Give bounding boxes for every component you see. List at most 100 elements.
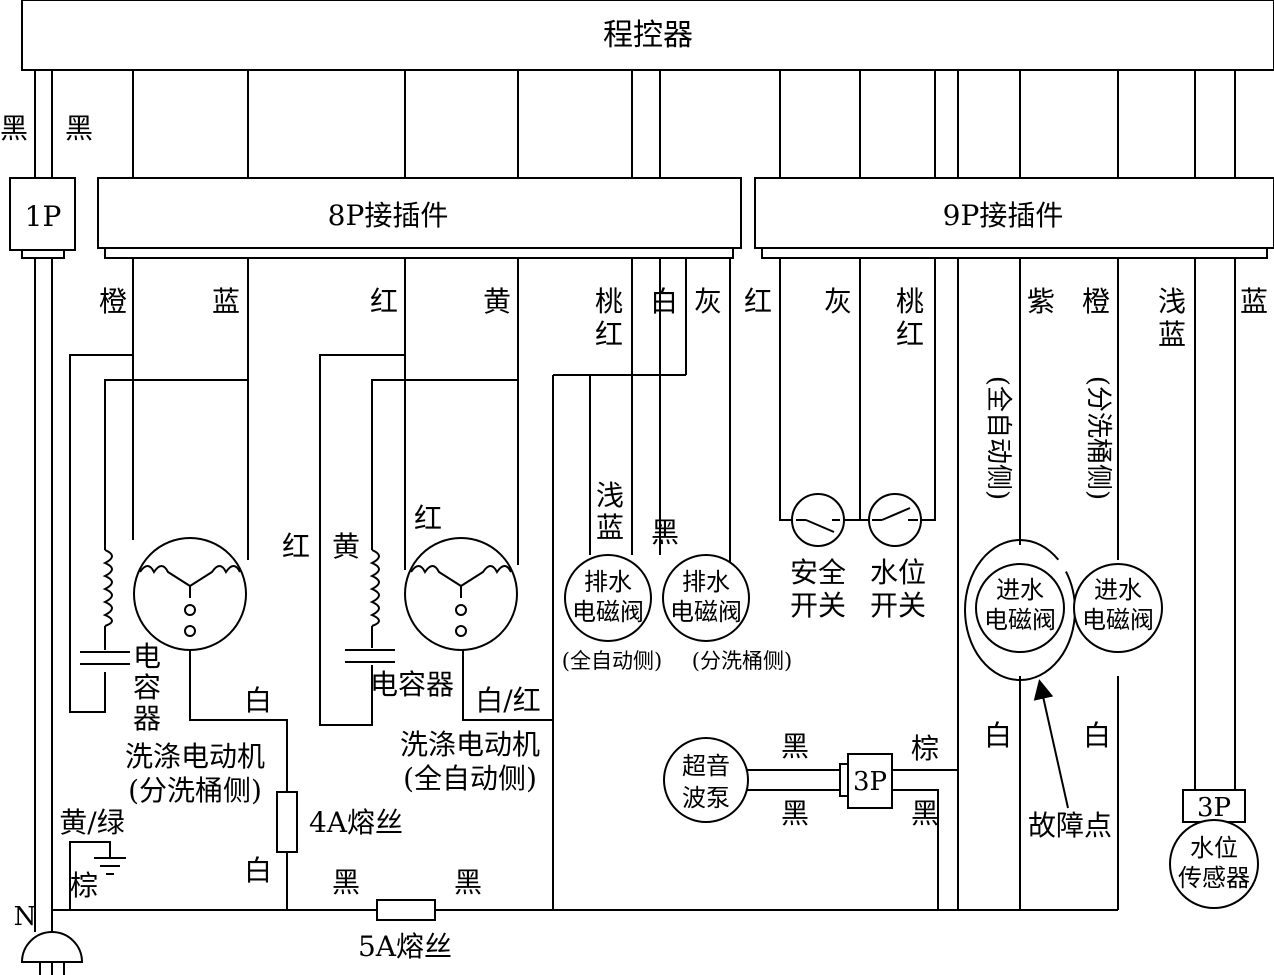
wire-label: 紫 xyxy=(1027,285,1055,318)
wire-label: 黑 xyxy=(454,866,482,899)
fault-arrow xyxy=(1033,679,1069,809)
wire-label: 橙 xyxy=(1082,285,1110,318)
drain-valve-2-side-label: (分洗桶侧) xyxy=(692,649,792,673)
wire-label: 浅 xyxy=(1158,285,1186,318)
fuse-5a xyxy=(376,899,436,921)
wire-label: 棕 xyxy=(911,732,939,765)
drain-valve-2: 排水 电磁阀 xyxy=(662,554,750,642)
safety-switch-label-2: 开关 xyxy=(790,589,846,622)
wire-label: 黑 xyxy=(781,730,809,763)
wire-label: 白 xyxy=(244,854,272,887)
wire-label: 桃 xyxy=(896,285,924,318)
wire-label: 白 xyxy=(1083,719,1111,752)
motor-1-side-label: (分洗桶侧) xyxy=(128,774,262,807)
connector-8p: 8P接插件 xyxy=(97,177,742,259)
wire-label: 黑 xyxy=(911,797,939,830)
inlet-valve-2: 进水 电磁阀 xyxy=(1073,563,1163,653)
wire-label: 红 xyxy=(595,318,623,351)
drain-valve-1: 排水 电磁阀 xyxy=(564,554,652,642)
fault-point-label: 故障点 xyxy=(1028,809,1112,842)
wire-label: 白/红 xyxy=(475,684,540,717)
ground-icon xyxy=(94,857,126,875)
svg-text:进水: 进水 xyxy=(996,576,1044,604)
svg-text:电磁阀: 电磁阀 xyxy=(572,598,644,626)
wire-label: 蓝 xyxy=(212,285,240,318)
wire-label: 白 xyxy=(650,285,678,318)
fuse-4a xyxy=(276,791,298,853)
motor-1-label: 洗涤电动机 xyxy=(125,740,265,773)
wire-label: 灰 xyxy=(824,285,852,318)
connector-1p: 1P xyxy=(9,177,76,259)
water-level-switch-label: 水位 xyxy=(870,556,926,589)
wire-label: 浅 xyxy=(596,479,624,512)
svg-text:传感器: 传感器 xyxy=(1178,864,1250,892)
fuse-4a-label: 4A熔丝 xyxy=(309,806,403,839)
svg-text:器: 器 xyxy=(133,702,161,735)
water-level-switch xyxy=(868,493,922,547)
inlet-side-2-label: (分洗桶侧) xyxy=(1083,376,1113,500)
capacitor-2-label: 电容器 xyxy=(370,668,454,701)
wire-label: 橙 xyxy=(99,285,127,318)
safety-switch-label: 安全 xyxy=(790,556,846,589)
capacitor-1-label: 电 容 器 xyxy=(133,640,161,735)
svg-text:进水: 进水 xyxy=(1094,576,1142,604)
wire-label: 黄 xyxy=(483,285,511,318)
svg-text:电磁阀: 电磁阀 xyxy=(984,606,1056,634)
connector-9p-label: 9P接插件 xyxy=(943,199,1064,232)
svg-text:排水: 排水 xyxy=(584,568,632,596)
wire-label: 桃 xyxy=(595,285,623,318)
power-plug-icon xyxy=(20,931,84,975)
wire-label: 黑 xyxy=(651,516,679,549)
wire-label: 黄/绿 xyxy=(59,806,124,839)
wash-motor-1 xyxy=(102,537,247,651)
wire-label: 灰 xyxy=(694,285,722,318)
connector-1p-label: 1P xyxy=(25,200,62,233)
svg-text:排水: 排水 xyxy=(682,568,730,596)
svg-text:水位: 水位 xyxy=(1190,834,1238,862)
drain-valve-1-side-label: (全自动侧) xyxy=(562,649,662,673)
safety-switch xyxy=(791,493,845,547)
wire-label: 红 xyxy=(370,285,398,318)
svg-text:波泵: 波泵 xyxy=(682,784,730,812)
controller-label: 程控器 xyxy=(603,18,693,53)
wire-label: 黄 xyxy=(332,530,360,563)
wire-label: N xyxy=(14,902,37,932)
wire-labels: 黑 黑 橙 蓝 红 黄 桃 红 白 灰 红 灰 桃 红 紫 橙 浅 蓝 蓝 浅 … xyxy=(0,112,1268,932)
connector-8p-label: 8P接插件 xyxy=(328,199,449,232)
wire-label: 红 xyxy=(282,530,310,563)
ultrasonic-pump: 超音 波泵 xyxy=(663,737,749,823)
water-level-sensor: 3P 水位 传感器 xyxy=(1169,789,1259,909)
wire-label: 白 xyxy=(984,719,1012,752)
wire-label: 红 xyxy=(896,318,924,351)
wire-label: 红 xyxy=(744,285,772,318)
connector-9p: 9P接插件 xyxy=(754,177,1274,259)
wires xyxy=(34,70,1236,932)
wire-label: 黑 xyxy=(65,112,93,145)
connector-3p-pump: 3P xyxy=(839,753,893,809)
wire-label: 黑 xyxy=(781,797,809,830)
wire-label: 蓝 xyxy=(1240,285,1268,318)
svg-text:电磁阀: 电磁阀 xyxy=(1082,606,1154,634)
wire-label: 白 xyxy=(244,684,272,717)
controller-box xyxy=(21,0,1274,71)
fuse-5a-label: 5A熔丝 xyxy=(358,930,452,963)
wire-label: 红 xyxy=(414,502,442,535)
water-level-switch-label-2: 开关 xyxy=(870,589,926,622)
wire-label: 棕 xyxy=(70,869,98,902)
wire-label: 蓝 xyxy=(1158,318,1186,351)
wire-label: 蓝 xyxy=(596,511,624,544)
svg-text:超音: 超音 xyxy=(682,752,730,780)
svg-text:电磁阀: 电磁阀 xyxy=(670,598,742,626)
connector-3p-pump-label: 3P xyxy=(853,767,887,797)
wash-motor-2 xyxy=(369,537,518,651)
connector-3p-sensor-label: 3P xyxy=(1197,793,1231,823)
inlet-valve-1: 进水 电磁阀 xyxy=(975,563,1065,653)
svg-text:容: 容 xyxy=(133,671,161,704)
motor-2-label: 洗涤电动机 xyxy=(400,728,540,761)
inlet-side-1-label: (全自动侧) xyxy=(983,376,1013,500)
wire-label: 黑 xyxy=(332,866,360,899)
motor-2-side-label: (全自动侧) xyxy=(403,762,537,795)
wire-label: 黑 xyxy=(0,112,28,145)
svg-text:电: 电 xyxy=(133,640,161,673)
